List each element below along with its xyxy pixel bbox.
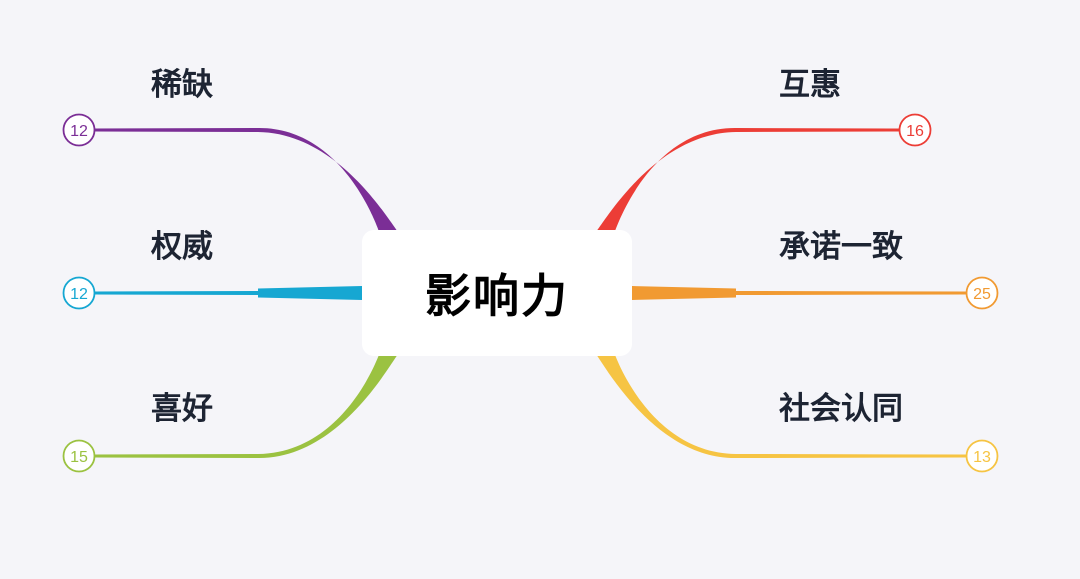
count-badge-commitment[interactable] [965,276,999,310]
branch-connector-liking [94,352,400,459]
branch-label-reciprocity[interactable]: 互惠 [779,67,841,103]
count-badge-text-reciprocity: 16 [906,123,924,140]
central-topic-node[interactable]: 影响力 [362,230,632,356]
branch-label-commitment[interactable]: 承诺一致 [779,229,903,265]
count-badge-reciprocity[interactable] [898,113,932,147]
count-badge-text-liking: 15 [70,449,88,466]
count-badge-text-scarcity: 12 [70,123,88,140]
count-badge-liking[interactable] [62,439,96,473]
central-topic-label: 影响力 [425,269,569,323]
branch-label-authority[interactable]: 权威 [151,229,213,265]
count-badge-text-social-proof: 13 [973,449,991,466]
branch-label-social-proof[interactable]: 社会认同 [779,391,903,427]
count-badge-scarcity[interactable] [62,113,96,147]
count-badge-social-proof[interactable] [965,439,999,473]
branch-connector-authority [94,286,362,300]
count-badge-text-authority: 12 [70,286,88,303]
branch-connector-scarcity [94,127,400,234]
branch-label-liking[interactable]: 喜好 [151,391,213,427]
branch-connector-reciprocity [594,127,900,234]
branch-connector-commitment [632,286,967,300]
branch-label-scarcity[interactable]: 稀缺 [151,67,213,103]
count-badge-authority[interactable] [62,276,96,310]
count-badge-text-commitment: 25 [973,286,991,303]
